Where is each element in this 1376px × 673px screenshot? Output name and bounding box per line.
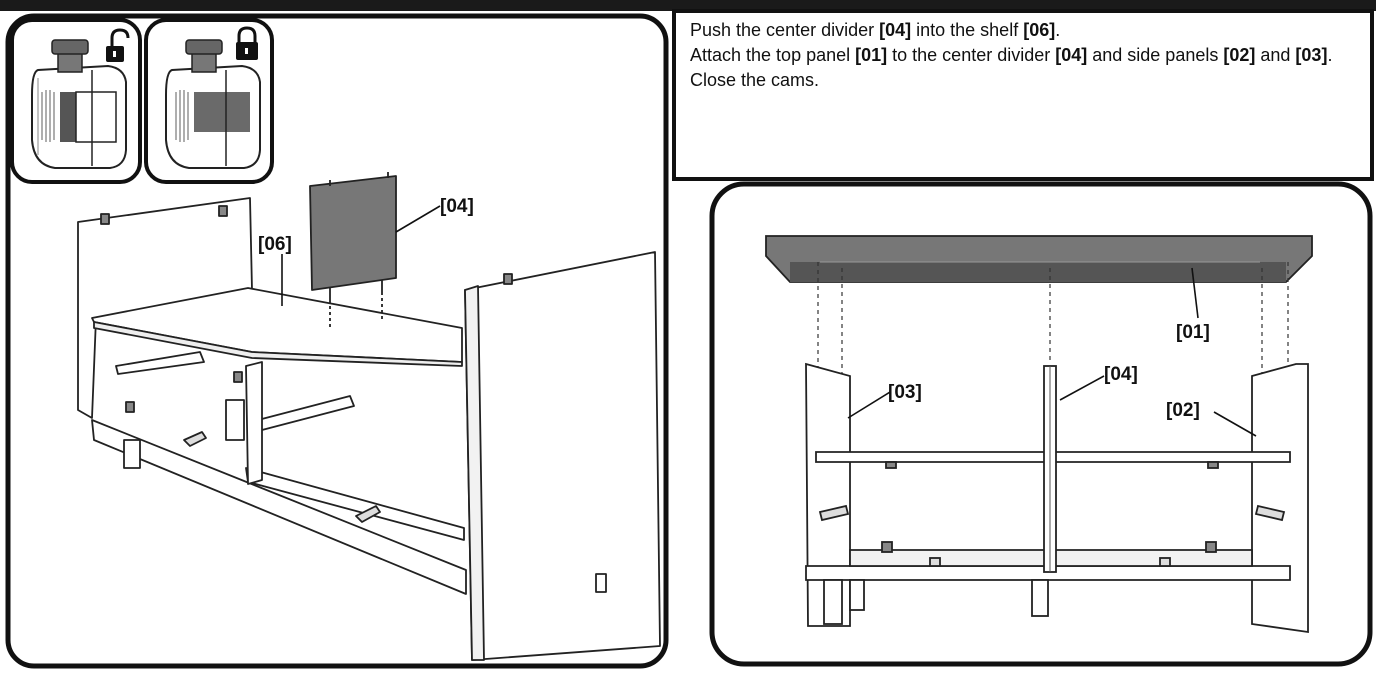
locked-padlock-icon <box>236 26 258 60</box>
label-divider-04-right: [04] <box>1104 364 1138 385</box>
label-top-panel-01: [01] <box>1176 322 1210 343</box>
instruction-line-2: Attach the top panel [01] to the center … <box>690 45 1333 65</box>
instruction-text: Push the center divider [04] into the sh… <box>690 20 1360 95</box>
label-shelf-06: [06] <box>258 234 292 255</box>
top-border-bar <box>0 0 1376 11</box>
cam-closed-inset <box>144 18 274 184</box>
instruction-line-1: Push the center divider [04] into the sh… <box>690 20 1061 40</box>
label-divider-04-left: [04] <box>440 196 474 217</box>
unlocked-padlock-icon <box>106 28 130 62</box>
label-side-panel-03: [03] <box>888 382 922 403</box>
right-cabinet-illustration <box>765 235 1313 634</box>
label-side-panel-02: [02] <box>1166 400 1200 421</box>
left-cabinet-illustration <box>77 172 661 661</box>
instruction-box <box>672 9 1374 181</box>
cam-open-inset <box>10 18 142 184</box>
instruction-line-3: Close the cams. <box>690 70 820 90</box>
